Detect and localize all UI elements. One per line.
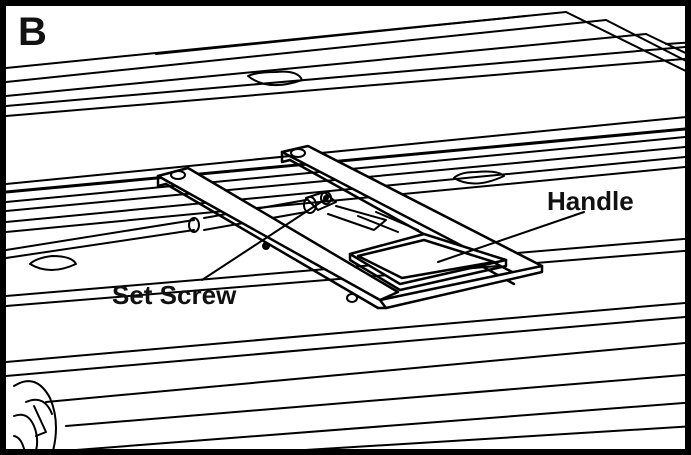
rolled-edge — [13, 380, 57, 449]
upper-cutout — [247, 70, 303, 87]
handle-leader-line — [437, 211, 585, 263]
bracket-frame — [156, 144, 544, 310]
leader-lines — [201, 199, 585, 281]
set-screw-label: Set Screw — [112, 280, 237, 310]
bracket-holes — [170, 148, 306, 180]
handle-plate — [348, 232, 508, 292]
assembly-drawing — [6, 11, 685, 449]
linkage — [327, 205, 419, 233]
upper-tray — [6, 11, 685, 117]
handle-label: Handle — [547, 186, 634, 216]
screw-heads — [262, 242, 358, 303]
panel-letter: B — [18, 10, 47, 54]
set-screw-leader-line — [201, 199, 325, 281]
rail-slots — [29, 170, 505, 271]
